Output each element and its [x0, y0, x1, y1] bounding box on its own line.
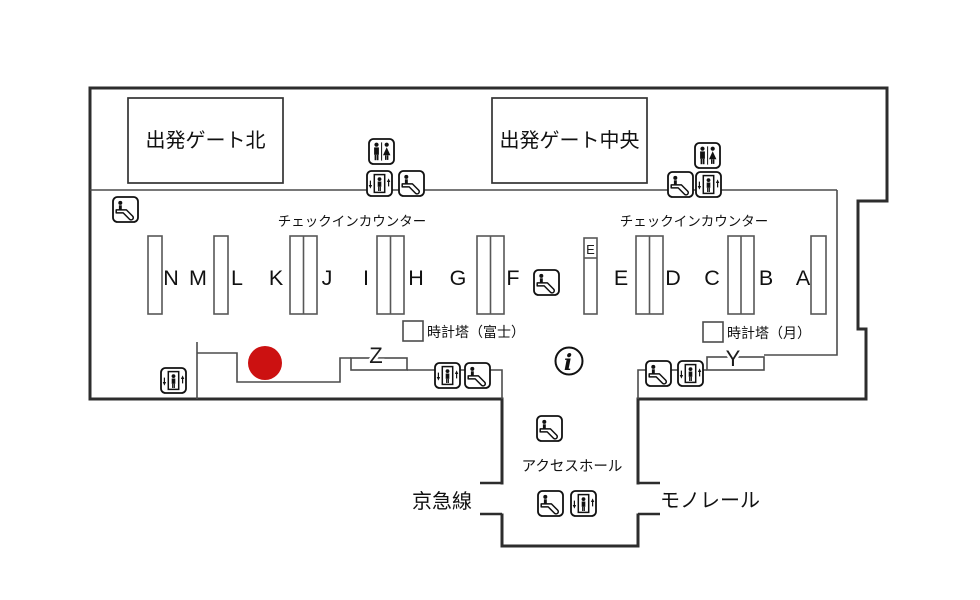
elevator-icon	[570, 490, 597, 517]
counter-letter: J	[322, 266, 333, 290]
escalator-icon	[112, 196, 139, 223]
counter-z-box	[350, 357, 408, 371]
clock-tower-fuji-label: 時計塔（富士）	[427, 324, 525, 340]
counter-letter: C	[704, 266, 720, 290]
gate-north-box	[127, 97, 284, 184]
info-symbol: i	[564, 350, 572, 376]
elevator-icon	[434, 362, 461, 389]
escalator-icon	[537, 490, 564, 517]
building-outline	[88, 86, 889, 548]
monorail-label: モノレール	[660, 490, 760, 512]
counter-letter: N	[163, 266, 179, 290]
counter-letter: H	[408, 266, 424, 290]
counter-y-label: Y	[726, 346, 741, 371]
escalator-icon	[533, 269, 560, 296]
gate-central-label: 出発ゲート中央	[500, 129, 640, 152]
counter-z-label: Z	[369, 343, 382, 368]
access-hall-label: アクセスホール	[522, 458, 623, 475]
clock-tower-moon-marker	[702, 321, 724, 343]
inner-boundary-left	[197, 352, 351, 383]
counter-y-box	[706, 356, 765, 371]
counter-island	[147, 235, 163, 315]
current-location-marker	[248, 346, 282, 380]
gate-central-box	[491, 97, 648, 184]
gate-north-label: 出発ゲート北	[146, 129, 266, 152]
elevator-icon	[160, 367, 187, 394]
counter-e-annex-label: E	[586, 242, 595, 257]
counter-letter: M	[189, 266, 207, 290]
counter-letter: L	[231, 266, 243, 290]
counter-island	[810, 235, 827, 315]
elevator-icon	[695, 171, 722, 198]
platform-gate-ticks	[480, 481, 660, 516]
counter-letter: K	[269, 266, 284, 290]
checkin-counter-label-left: チェックインカウンター	[278, 214, 427, 229]
counter-letter: B	[759, 266, 773, 290]
counter-letter: A	[796, 266, 811, 290]
counter-island	[213, 235, 229, 315]
escalator-icon	[464, 362, 491, 389]
counter-letter: E	[614, 266, 628, 290]
escalator-icon	[398, 170, 425, 197]
inner-boundary-right	[764, 190, 838, 356]
counter-letter: I	[363, 266, 369, 290]
counter-e-annex	[583, 237, 598, 315]
counter-letter: F	[506, 266, 519, 290]
escalator-icon	[667, 171, 694, 198]
toilet-icon	[694, 142, 721, 169]
elevator-icon	[677, 360, 704, 387]
clock-tower-fuji-marker	[402, 320, 424, 342]
counter-letter: D	[665, 266, 681, 290]
clock-tower-moon-label: 時計塔（月）	[727, 325, 811, 341]
checkin-counter-label-right: チェックインカウンター	[620, 214, 769, 229]
counter-letter: G	[450, 266, 467, 290]
elevator-icon	[366, 170, 393, 197]
info-icon: i	[554, 346, 584, 376]
keikyu-line-label: 京急線	[412, 490, 472, 513]
toilet-icon	[368, 138, 395, 165]
escalator-icon	[645, 360, 672, 387]
checkin-counter-islands	[147, 235, 827, 315]
escalator-icon	[536, 415, 563, 442]
